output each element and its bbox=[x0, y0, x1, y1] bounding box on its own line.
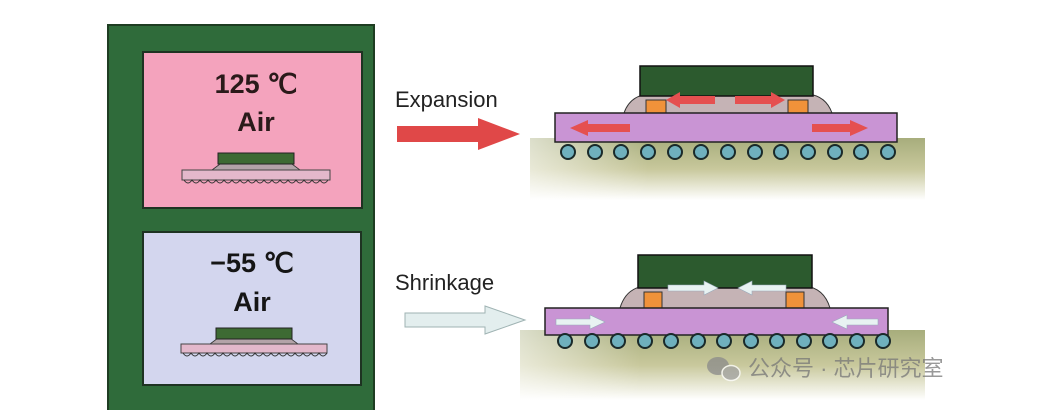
bump bbox=[787, 99, 809, 115]
expansion-arrows bbox=[570, 92, 868, 136]
watermark-text: 公众号 · 芯片研究室 bbox=[748, 356, 944, 381]
hot-medium: Air bbox=[237, 107, 275, 137]
wechat-icon bbox=[707, 357, 741, 382]
solder-balls bbox=[557, 333, 891, 349]
shrinkage-arrow-icon bbox=[404, 305, 527, 335]
shrinkage-arrows bbox=[555, 280, 879, 330]
expansion-arrow-icon bbox=[397, 118, 520, 150]
expansion-package bbox=[530, 65, 925, 200]
hot-temperature: 125 ℃ bbox=[215, 69, 298, 99]
bump bbox=[643, 291, 663, 309]
solder-balls bbox=[560, 144, 896, 160]
expansion-label: Expansion bbox=[395, 87, 498, 112]
shrinkage-label: Shrinkage bbox=[395, 270, 494, 295]
chip-die bbox=[637, 254, 813, 289]
chip-die bbox=[639, 65, 814, 97]
bump bbox=[785, 291, 805, 309]
bump bbox=[645, 99, 667, 115]
cold-medium: Air bbox=[233, 287, 271, 317]
cold-temperature: −55 ℃ bbox=[210, 248, 294, 278]
hot-condition-box: 125 ℃ Air bbox=[142, 51, 363, 209]
mini-package-icon bbox=[181, 152, 331, 184]
cold-condition-box: −55 ℃ Air bbox=[142, 231, 362, 386]
watermark: 公众号 · 芯片研究室 bbox=[707, 356, 944, 382]
mini-package-icon bbox=[180, 327, 328, 357]
